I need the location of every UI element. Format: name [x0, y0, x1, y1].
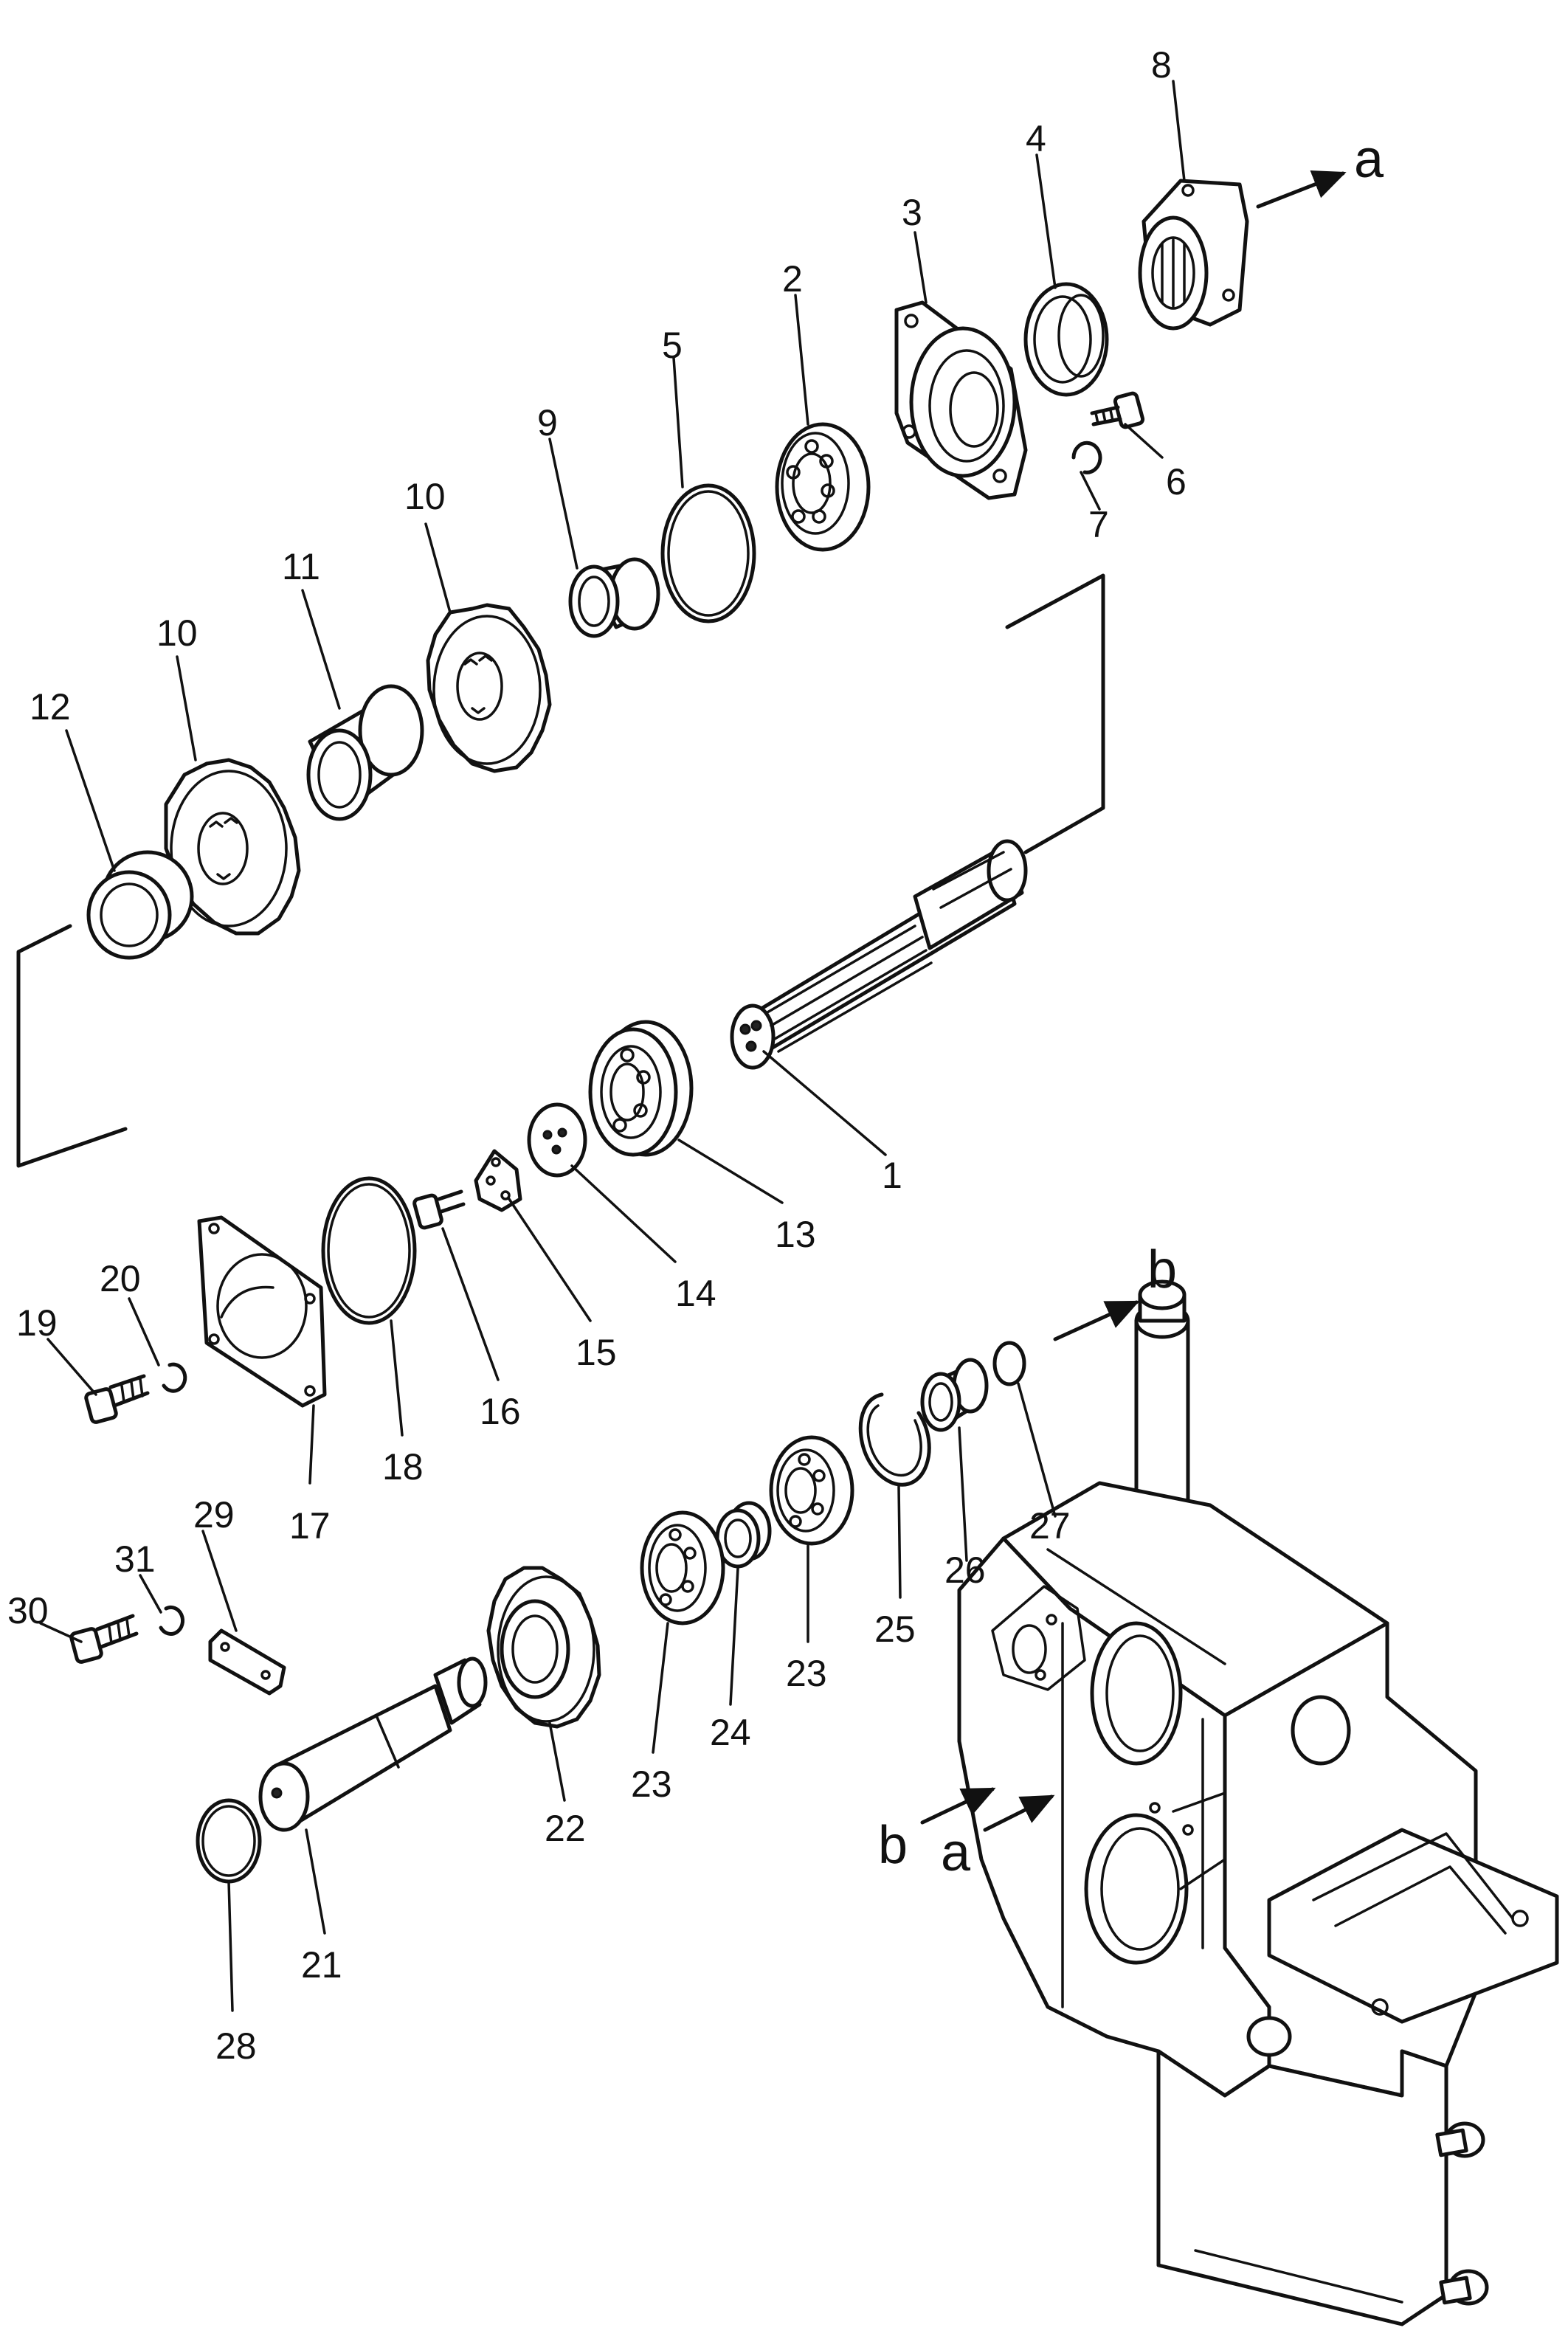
part-3-bearing-cage: [894, 300, 1028, 500]
part-7-lock-washer: [1071, 440, 1102, 474]
part-11-sleeve: [306, 684, 424, 821]
part-23-bearing-upper: [769, 1435, 854, 1546]
label-part-3: 3: [902, 192, 922, 233]
part-23-bearing-lower: [640, 1510, 725, 1625]
part-4-oil-seal: [1023, 282, 1109, 397]
label-part-13: 13: [775, 1214, 816, 1255]
flow-arrows: [920, 170, 1347, 1832]
part-10-gear-upper: [426, 603, 552, 773]
marker-b-top: b: [1147, 1240, 1177, 1299]
label-part-27: 27: [1029, 1505, 1071, 1547]
part-28-o-ring: [196, 1798, 262, 1884]
group-bracket-lines: [16, 573, 1105, 1168]
part-13-bearing: [588, 1020, 694, 1157]
label-part-11: 11: [282, 546, 320, 587]
marker-b-housing: b: [878, 1816, 908, 1875]
label-part-6: 6: [1166, 461, 1187, 502]
part-8-flange-yoke: [1138, 179, 1249, 331]
label-part-23a: 23: [631, 1763, 672, 1805]
part-6-bolt: [1090, 391, 1145, 429]
label-part-10b: 10: [156, 612, 198, 654]
label-part-24: 24: [710, 1712, 751, 1753]
part-1-splined-shaft: [730, 839, 1028, 1070]
part-15-lock-plate: [474, 1149, 522, 1212]
label-part-30: 30: [7, 1590, 49, 1631]
label-part-29: 29: [193, 1494, 235, 1535]
marker-a-housing: a: [941, 1823, 971, 1882]
part-27-ring: [992, 1341, 1026, 1386]
label-part-16: 16: [480, 1391, 521, 1432]
marker-a-top: a: [1354, 130, 1384, 189]
label-part-19: 19: [16, 1302, 58, 1344]
part-5-o-ring: [660, 483, 756, 623]
label-part-23b: 23: [786, 1653, 827, 1694]
label-part-4: 4: [1026, 118, 1046, 159]
part-14-end-plate: [527, 1102, 587, 1178]
label-part-15: 15: [576, 1332, 617, 1373]
part-12-collar: [86, 850, 194, 960]
part-2-ball-bearing: [775, 422, 871, 552]
label-part-12: 12: [30, 686, 71, 728]
part-labels: 1 2 3 4 5 6 7 8 9 10 10 11 12 13 14 15 1…: [7, 44, 1187, 2067]
label-part-25: 25: [874, 1609, 916, 1650]
part-19-bolt: [84, 1374, 150, 1424]
leader-lines: [39, 80, 1186, 2012]
label-part-21: 21: [301, 1944, 342, 1986]
transfer-case-housing: [957, 1279, 1559, 2326]
part-16-bolt: [412, 1189, 466, 1230]
part-22-gear: [486, 1566, 601, 1729]
label-part-7: 7: [1088, 504, 1109, 545]
label-part-20: 20: [100, 1258, 141, 1299]
part-10-gear-lower: [164, 758, 301, 936]
label-part-28: 28: [215, 2025, 257, 2067]
part-30-bolt: [69, 1614, 139, 1664]
label-part-18: 18: [382, 1446, 424, 1488]
part-21-idler-shaft: [258, 1656, 488, 1832]
label-part-10a: 10: [404, 476, 446, 517]
label-part-22: 22: [545, 1808, 586, 1849]
label-part-17: 17: [289, 1505, 331, 1547]
label-part-2: 2: [782, 258, 803, 300]
label-part-9: 9: [537, 402, 558, 443]
label-part-8: 8: [1151, 44, 1172, 86]
part-18-o-ring: [321, 1176, 417, 1325]
flow-marker-labels: a b b a: [878, 130, 1384, 1882]
label-part-1: 1: [882, 1155, 902, 1196]
part-26-sleeve: [920, 1358, 989, 1432]
part-20-washer: [162, 1362, 187, 1393]
part-24-spacer: [715, 1501, 772, 1569]
label-part-5: 5: [662, 325, 683, 366]
label-part-26: 26: [944, 1549, 986, 1591]
part-17-cover: [197, 1215, 327, 1408]
part-31-washer: [159, 1605, 184, 1636]
label-part-31: 31: [114, 1538, 156, 1580]
part-29-plate: [208, 1628, 286, 1696]
part-9-spacer: [568, 557, 660, 638]
part-25-snap-ring: [858, 1392, 931, 1487]
label-part-14: 14: [675, 1273, 716, 1314]
